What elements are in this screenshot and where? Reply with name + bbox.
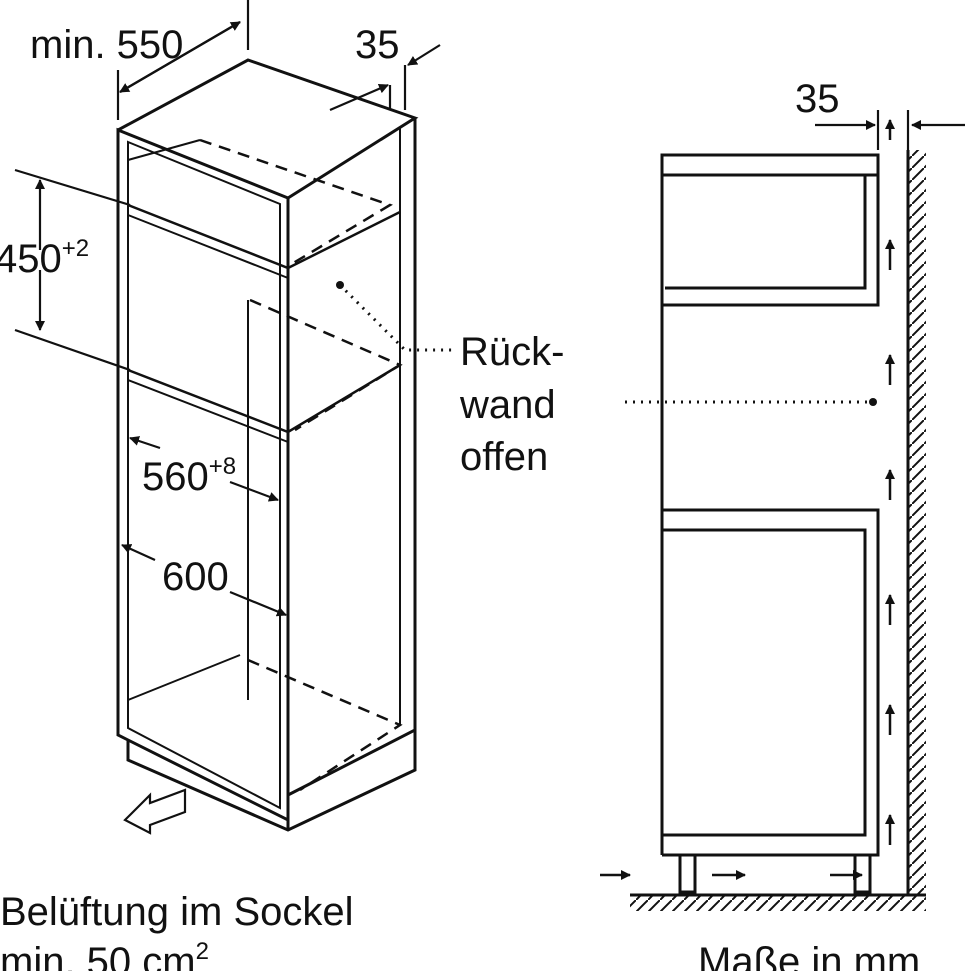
ventilation-text-line2: min. 50 cm2 (0, 938, 209, 971)
shelf-upper (127, 203, 401, 270)
open-back-wall-dashes (199, 138, 403, 792)
dimension-lines-right (815, 110, 965, 150)
back-wall-leader (336, 281, 455, 352)
ventilation-unit-exponent: 2 (196, 938, 209, 965)
ventilation-arrow-icon (123, 788, 187, 835)
airflow-arrows (600, 119, 895, 880)
rear-gap-side-label: 35 (795, 77, 840, 121)
cabinet-isometric (116, 58, 419, 832)
dimension-lines-left (14, 0, 441, 617)
back-wall-text-line3: offen (460, 435, 548, 479)
side-section (630, 150, 926, 911)
outer-width-label: 600 (162, 555, 229, 599)
niche-height-value: 450 (0, 237, 62, 281)
niche-height-label: 450+2 (0, 235, 89, 281)
cabinet-top-face (117, 58, 419, 200)
ventilation-text-line1: Belüftung im Sockel (0, 890, 354, 934)
niche-height-tolerance: +2 (62, 235, 89, 262)
back-wall-text-line1: Rück- (460, 330, 564, 374)
cabinet-right-side (287, 118, 417, 797)
inner-width-label: 560+8 (142, 453, 236, 499)
shelf-middle (127, 363, 401, 434)
rear-gap-top-label: 35 (355, 23, 400, 67)
back-wall-text-line2: wand (459, 383, 556, 427)
back-wall-leader-right (625, 398, 877, 406)
depth-min-label: min. 550 (30, 23, 183, 67)
units-note: Maße in mm (698, 940, 920, 971)
ventilation-area: min. 50 cm (0, 940, 196, 971)
inner-width-tolerance: +8 (209, 453, 236, 480)
inner-width-value: 560 (142, 455, 209, 499)
